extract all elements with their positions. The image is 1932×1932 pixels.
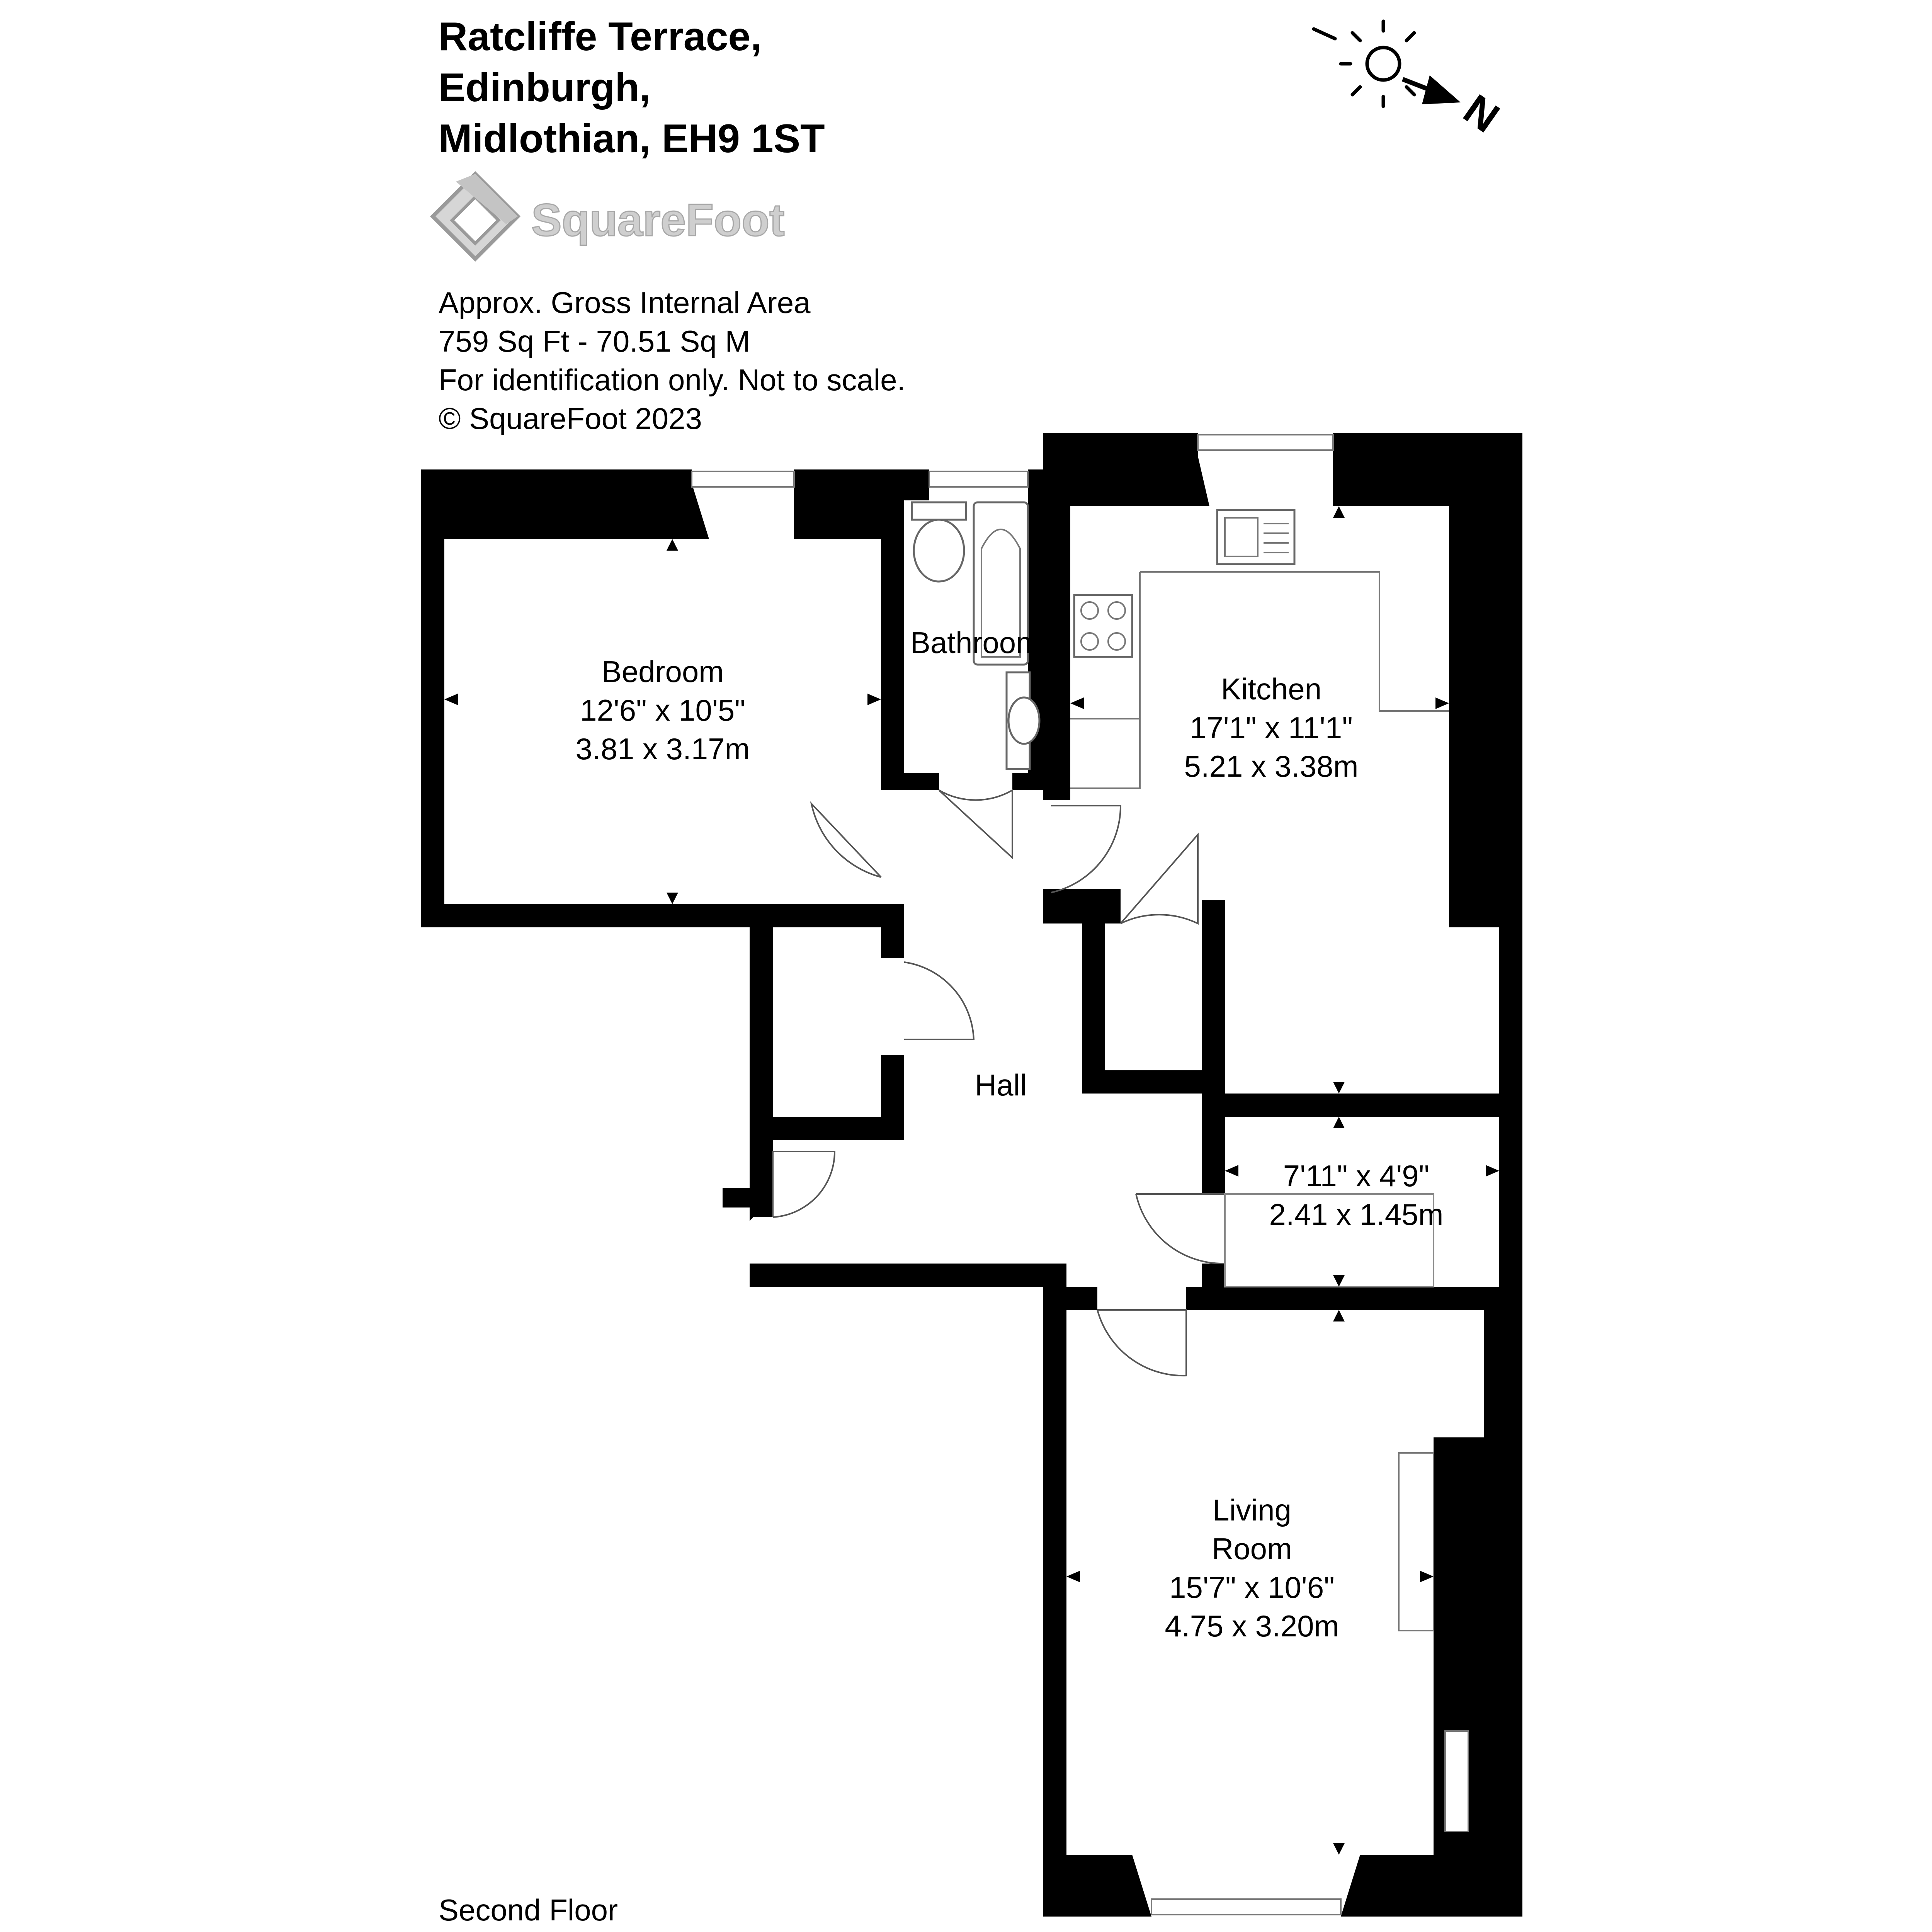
kitchen-window	[1197, 434, 1334, 451]
room-bathroom: Bathroom	[910, 626, 1041, 660]
doors	[772, 789, 1434, 1377]
living-imperial: 15'7" x 10'6"	[1169, 1570, 1335, 1604]
logo-diamond-icon	[430, 171, 521, 262]
bathroom-fixtures	[911, 501, 1041, 770]
address-line-3: Midlothian, EH9 1ST	[439, 116, 825, 161]
hall-name: Hall	[975, 1068, 1027, 1102]
kitchen-imperial: 17'1" x 11'1"	[1190, 711, 1353, 745]
toilet-icon	[913, 519, 965, 583]
address-line-2: Edinburgh,	[439, 65, 651, 110]
store-door	[1135, 1193, 1226, 1265]
entrance-arrow-icon	[723, 1175, 771, 1221]
address-line-1: Ratcliffe Terrace,	[439, 14, 762, 59]
bedroom-name: Bedroom	[602, 655, 724, 689]
kitchen-metric: 5.21 x 3.38m	[1184, 749, 1359, 783]
worktop-left	[1070, 572, 1141, 789]
dimension-markers	[444, 506, 1499, 1855]
basin-icon	[1007, 696, 1041, 745]
living-name-line-1: Living	[1213, 1493, 1291, 1527]
store-shelving	[1224, 1193, 1434, 1287]
bathroom-door	[938, 789, 1013, 860]
windows	[691, 434, 1469, 1915]
toilet-cistern	[911, 501, 967, 521]
walls	[421, 433, 1522, 1917]
kitchen-door	[1051, 805, 1122, 893]
area-info-line-4: © SquareFoot 2023	[439, 401, 702, 435]
worktop-outline	[1140, 571, 1449, 712]
fireplace-hearth	[1398, 1452, 1434, 1631]
address-block: Ratcliffe Terrace, Edinburgh, Midlothian…	[439, 14, 825, 161]
entrance-door	[772, 1151, 836, 1218]
area-info-line-3: For identification only. Not to scale.	[439, 363, 905, 397]
bedroom-metric: 3.81 x 3.17m	[576, 732, 750, 766]
hall-cupboard-door	[904, 961, 975, 1040]
room-kitchen: Kitchen 17'1" x 11'1" 5.21 x 3.38m	[1184, 672, 1359, 783]
living-metric: 4.75 x 3.20m	[1165, 1609, 1339, 1643]
bedroom-imperial: 12'6" x 10'5"	[580, 693, 745, 727]
room-bedroom: Bedroom 12'6" x 10'5" 3.81 x 3.17m	[576, 655, 750, 766]
kitchen-name: Kitchen	[1221, 672, 1321, 706]
bedroom-window	[691, 471, 795, 488]
living-window	[1151, 1898, 1342, 1915]
sink-icon	[1216, 509, 1296, 565]
room-living: Living Room 15'7" x 10'6" 4.75 x 3.20m	[1165, 1493, 1339, 1643]
bathroom-name: Bathroom	[910, 626, 1041, 660]
living-name-line-2: Room	[1212, 1532, 1292, 1566]
kitchen-fixtures	[1070, 509, 1449, 789]
room-labels: Bedroom 12'6" x 10'5" 3.81 x 3.17m Bathr…	[576, 626, 1444, 1643]
area-info-line-1: Approx. Gross Internal Area	[439, 286, 811, 320]
store-metric: 2.41 x 1.45m	[1269, 1197, 1444, 1231]
store-imperial: 7'11" x 4'9"	[1283, 1159, 1430, 1193]
living-radiator	[1444, 1730, 1469, 1832]
bathroom-window	[929, 471, 1029, 488]
living-door	[1097, 1309, 1187, 1377]
floor-label: Second Floor	[439, 1893, 618, 1927]
bedroom-door	[810, 801, 882, 878]
room-hall: Hall	[975, 1068, 1027, 1102]
area-info: Approx. Gross Internal Area 759 Sq Ft - …	[439, 286, 905, 435]
north-label: N	[1455, 85, 1508, 142]
cupboard-door	[1120, 832, 1199, 925]
room-store: 7'11" x 4'9" 2.41 x 1.45m	[1269, 1159, 1444, 1231]
squarefoot-logo: SquareFoot	[430, 171, 785, 262]
logo-text: SquareFoot	[531, 195, 785, 246]
bathtub-icon	[973, 501, 1029, 666]
sun-compass-icon: N	[1312, 19, 1508, 142]
area-info-line-2: 759 Sq Ft - 70.51 Sq M	[439, 324, 750, 358]
